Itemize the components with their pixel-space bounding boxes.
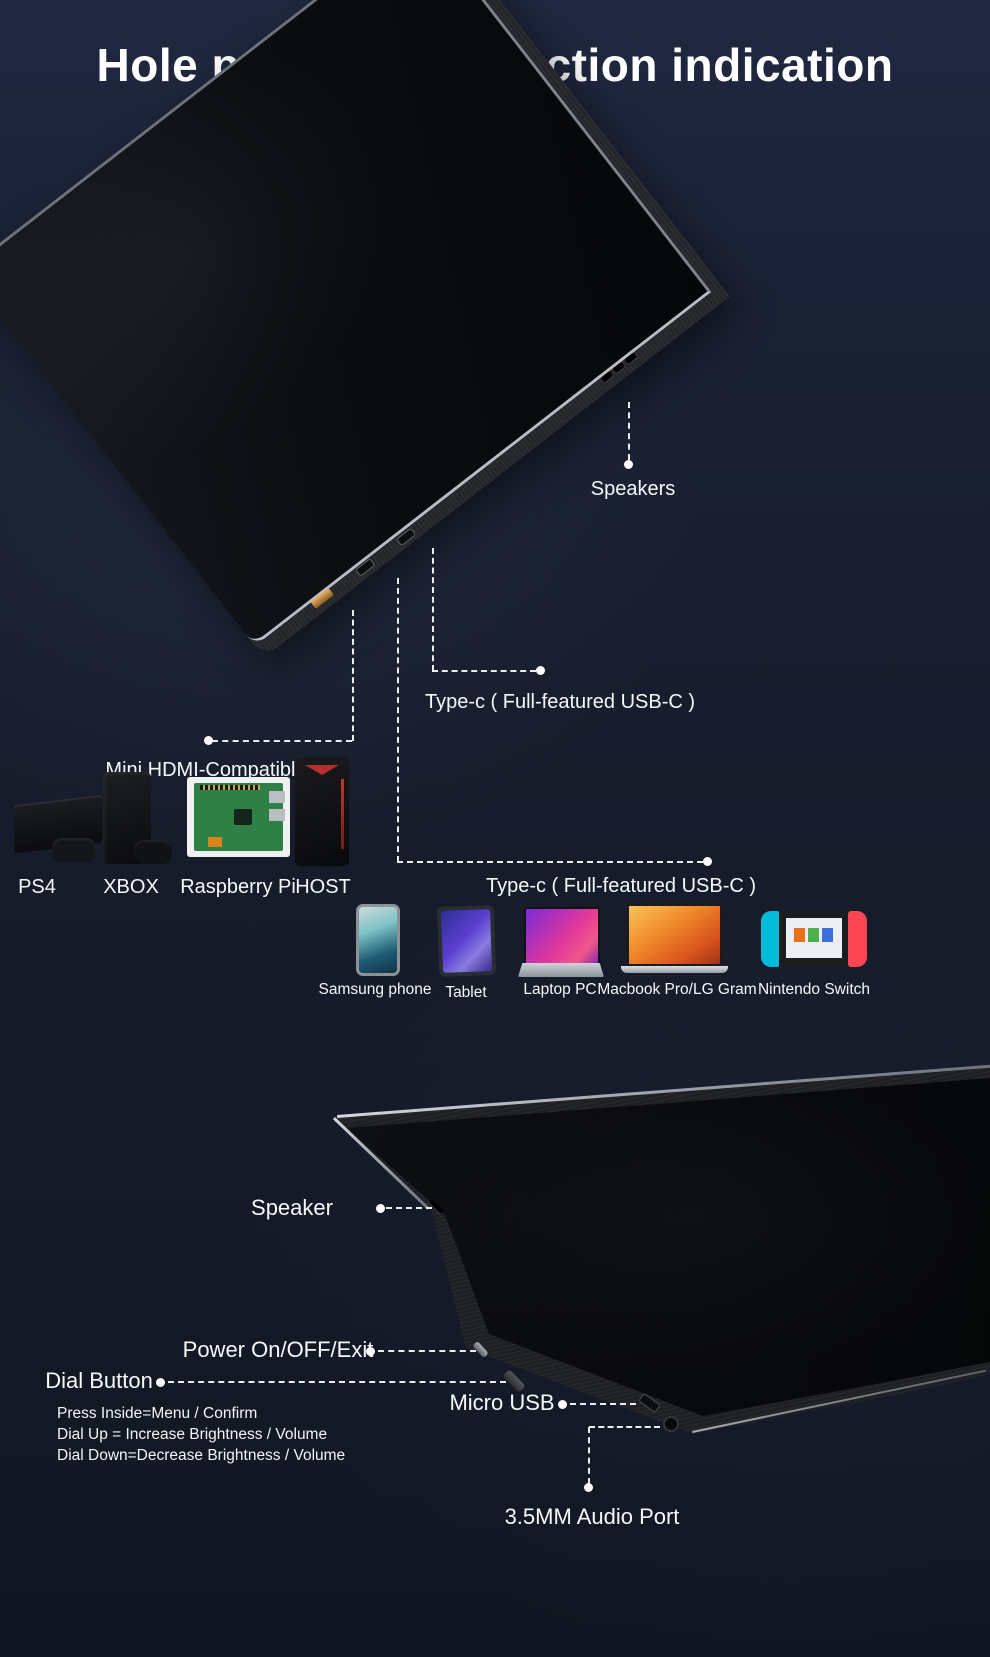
laptop-pc-label: Laptop PC: [523, 981, 597, 998]
micro-usb-leader-dot: [558, 1400, 567, 1409]
mini-hdmi-label: Mini HDMI-Compatible: [105, 759, 307, 781]
type-c-middle-leader-line-v: [397, 578, 399, 862]
raspberry-pi-photo: [187, 777, 290, 857]
dial-leader-line: [168, 1381, 506, 1383]
mini-hdmi-leader-line-v: [352, 610, 354, 741]
speakers-label: Speakers: [590, 478, 676, 500]
ps4-controller: [52, 838, 96, 862]
tablet-label: Tablet: [445, 984, 487, 1001]
xbox-controller: [134, 840, 172, 864]
type-c-right-leader-line-v: [432, 548, 434, 671]
tablet-photo: [436, 905, 497, 977]
samsung-phone-photo: [356, 904, 400, 976]
type-c-middle-leader-dot: [703, 857, 712, 866]
micro-usb-label: Micro USB: [449, 1390, 555, 1415]
dial-leader-dot: [156, 1378, 165, 1387]
audio-leader-line-h: [589, 1426, 660, 1428]
type-c-middle-label: Type-c ( Full-featured USB-C ): [485, 875, 757, 897]
raspberry-pi-board: [194, 783, 285, 851]
power-leader-line: [378, 1350, 476, 1352]
ps4-label: PS4: [18, 876, 56, 898]
type-c-right-leader-line-h: [432, 670, 536, 672]
dial-note-2: Dial Up = Increase Brightness / Volume: [57, 1426, 328, 1443]
micro-usb-leader-line: [570, 1403, 636, 1405]
top-monitor-photo: [0, 0, 731, 659]
dial-note-1: Press Inside=Menu / Confirm: [57, 1405, 258, 1422]
type-c-middle-leader-line-h: [397, 861, 703, 863]
type-c-right-leader-dot: [536, 666, 545, 675]
raspberry-pi-label: Raspberry Pi: [180, 876, 296, 898]
power-leader-dot: [366, 1347, 375, 1356]
nintendo-switch-label: Nintendo Switch: [757, 981, 871, 998]
macbook-label: Macbook Pro/LG Gram: [597, 981, 757, 998]
joycon-right: [848, 911, 867, 967]
audio-leader-line-v: [588, 1427, 590, 1484]
speakers-leader-dot: [624, 460, 633, 469]
type-c-right-label: Type-c ( Full-featured USB-C ): [424, 691, 696, 713]
joycon-left: [761, 911, 780, 967]
top-monitor-screen: [0, 0, 712, 647]
power-label: Power On/OFF/Exit: [182, 1337, 374, 1362]
audio-leader-dot: [584, 1483, 593, 1492]
mini-hdmi-leader-line-h: [212, 740, 352, 742]
speaker-leader-dot: [376, 1204, 385, 1213]
dial-button-label: Dial Button: [45, 1368, 153, 1393]
bottom-monitor-photo: [0, 1050, 990, 1530]
audio-port-label: 3.5MM Audio Port: [504, 1504, 680, 1529]
speaker-label: Speaker: [251, 1195, 333, 1220]
speakers-leader-line: [628, 402, 630, 460]
audio-jack-port: [663, 1416, 679, 1432]
speaker-leader-line: [386, 1207, 432, 1209]
dial-note-3: Dial Down=Decrease Brightness / Volume: [57, 1447, 346, 1464]
samsung-phone-label: Samsung phone: [318, 981, 432, 998]
host-tower: [295, 757, 349, 866]
host-label: HOST: [295, 876, 351, 898]
mini-hdmi-leader-dot: [204, 736, 213, 745]
xbox-label: XBOX: [103, 876, 159, 898]
